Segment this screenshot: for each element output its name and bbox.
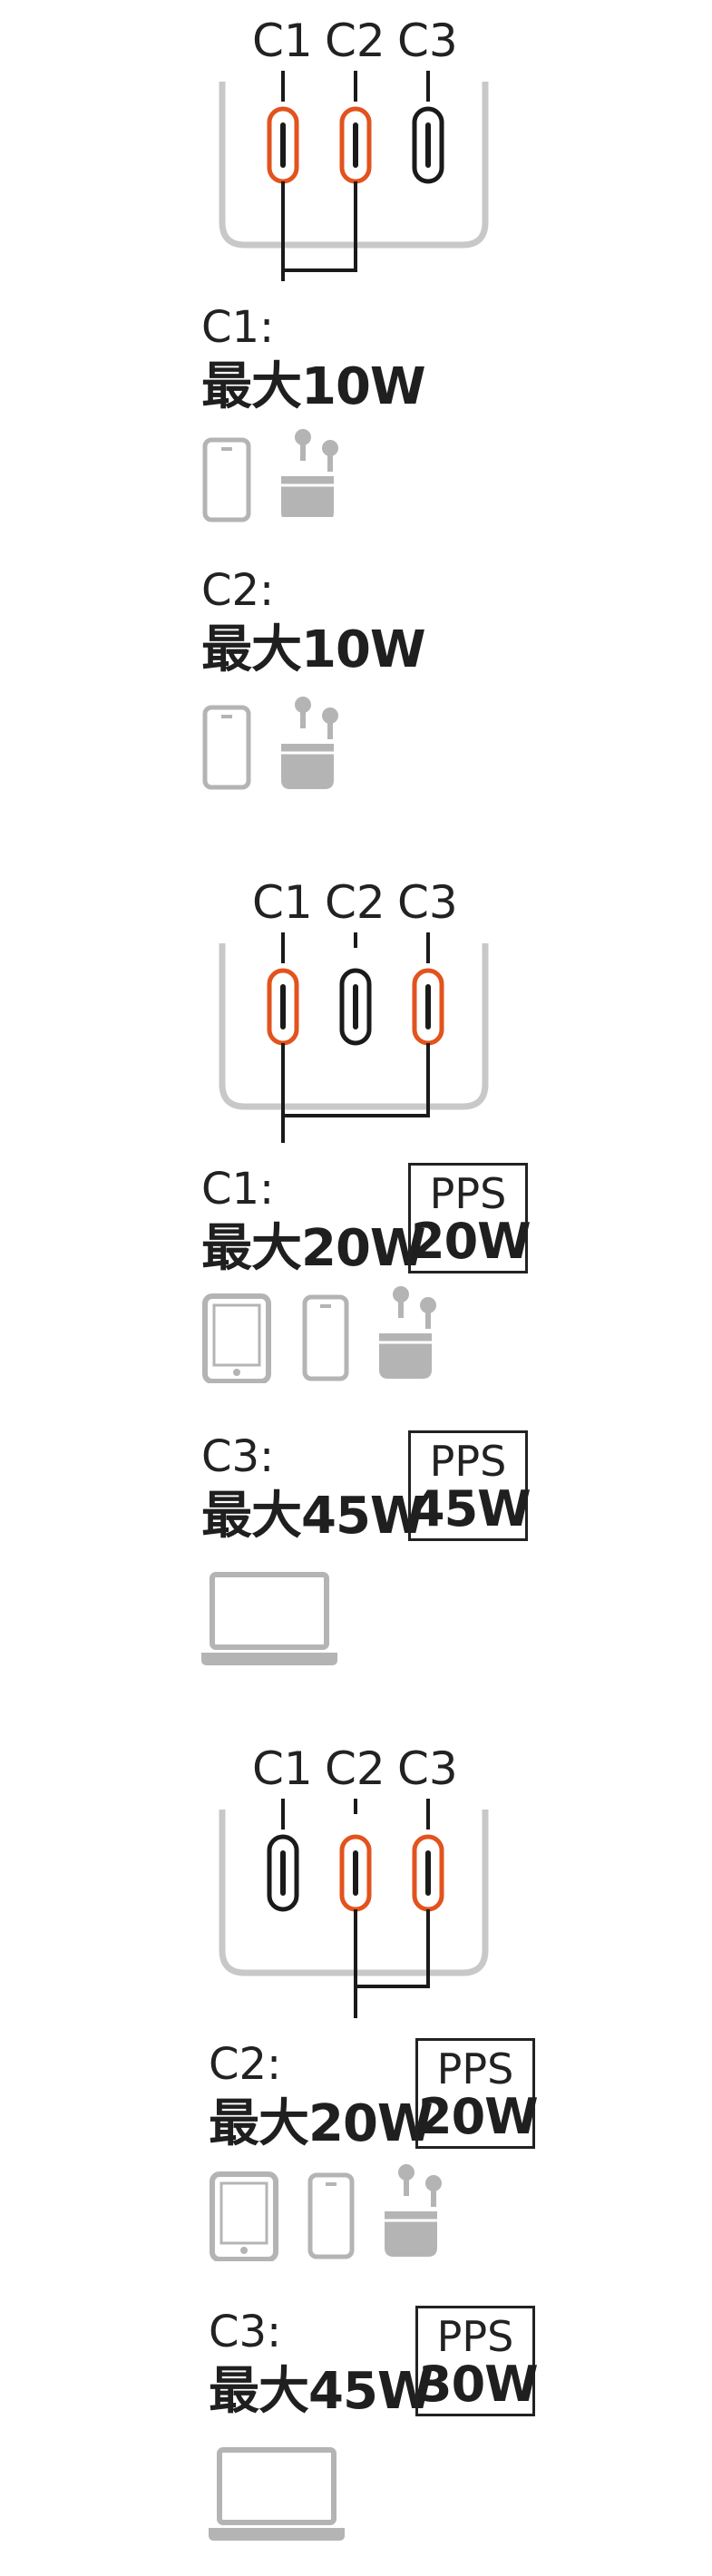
port-label-c3: C3 [397, 1742, 458, 1795]
port-name: C1: [201, 302, 275, 353]
charger-diagram: C1 C2 C3 [209, 1746, 499, 2018]
pps-power: 20W [418, 2088, 539, 2145]
connection-line [281, 1043, 430, 1117]
port-c1-active [267, 106, 299, 184]
pps-badge: PPS 30W [415, 2306, 539, 2416]
max-power: 最大20W [201, 1219, 426, 1278]
port-label-c1: C1 [252, 1742, 313, 1795]
port-label-c2: C2 [325, 1742, 385, 1795]
charger-outline [219, 932, 489, 1143]
charger-outline [219, 71, 489, 281]
port-c1-idle [267, 1834, 299, 1912]
device-icons [201, 1286, 473, 1383]
charger-diagram: C1 C2 C3 [209, 18, 499, 281]
max-power: 最大10W [201, 620, 426, 679]
port-c3-idle [412, 106, 444, 184]
phone-icon [202, 705, 251, 790]
port-name: C3: [209, 2307, 282, 2357]
max-power: 最大10W [201, 357, 426, 416]
pps-power: 20W [411, 1213, 532, 1270]
pps-label: PPS [436, 2312, 514, 2361]
port-label-c3: C3 [397, 15, 458, 67]
pps-label: PPS [436, 2044, 514, 2093]
tablet-icon [202, 1293, 271, 1383]
device-icons [201, 1569, 346, 1665]
max-power: 最大45W [201, 1487, 426, 1546]
port-c2-active [339, 106, 372, 184]
device-icons [201, 697, 383, 794]
port-label-c2: C2 [325, 15, 385, 67]
earbuds-icon [379, 1286, 436, 1379]
device-icons [209, 2444, 354, 2541]
pps-label: PPS [429, 1169, 507, 1218]
connection-line [281, 181, 357, 272]
device-icons [201, 429, 383, 526]
pps-power: 45W [411, 1480, 532, 1537]
port-c3-active [412, 1834, 444, 1912]
tablet-icon [210, 2171, 278, 2261]
pps-badge: PPS 45W [408, 1430, 532, 1541]
phone-icon [307, 2172, 355, 2259]
port-name: C1: [201, 1164, 275, 1215]
connection-line [354, 1909, 430, 1988]
charger-outline [219, 1799, 489, 2018]
phone-icon [202, 437, 251, 522]
port-c2-active [339, 1834, 372, 1912]
pps-badge: PPS 20W [408, 1163, 532, 1273]
phone-icon [302, 1294, 349, 1381]
port-label-c3: C3 [397, 876, 458, 929]
max-power: 最大20W [209, 2094, 434, 2153]
max-power: 最大45W [209, 2362, 434, 2421]
port-name: C3: [201, 1431, 275, 1482]
port-label-c2: C2 [325, 876, 385, 929]
port-c1-active [267, 968, 299, 1046]
port-name: C2: [201, 565, 275, 616]
device-icons [209, 2164, 481, 2261]
earbuds-icon [385, 2164, 442, 2257]
port-c2-idle [339, 968, 372, 1046]
laptop-icon [201, 1572, 337, 1665]
laptop-icon [209, 2447, 345, 2541]
charger-diagram: C1 C2 C3 [209, 880, 499, 1143]
pps-label: PPS [429, 1437, 507, 1486]
port-label-c1: C1 [252, 876, 313, 929]
earbuds-icon [281, 429, 338, 517]
pps-badge: PPS 20W [415, 2038, 539, 2149]
port-name: C2: [209, 2039, 282, 2090]
earbuds-icon [281, 697, 338, 789]
port-c3-active [412, 968, 444, 1046]
pps-power: 30W [418, 2356, 539, 2413]
port-label-c1: C1 [252, 15, 313, 67]
